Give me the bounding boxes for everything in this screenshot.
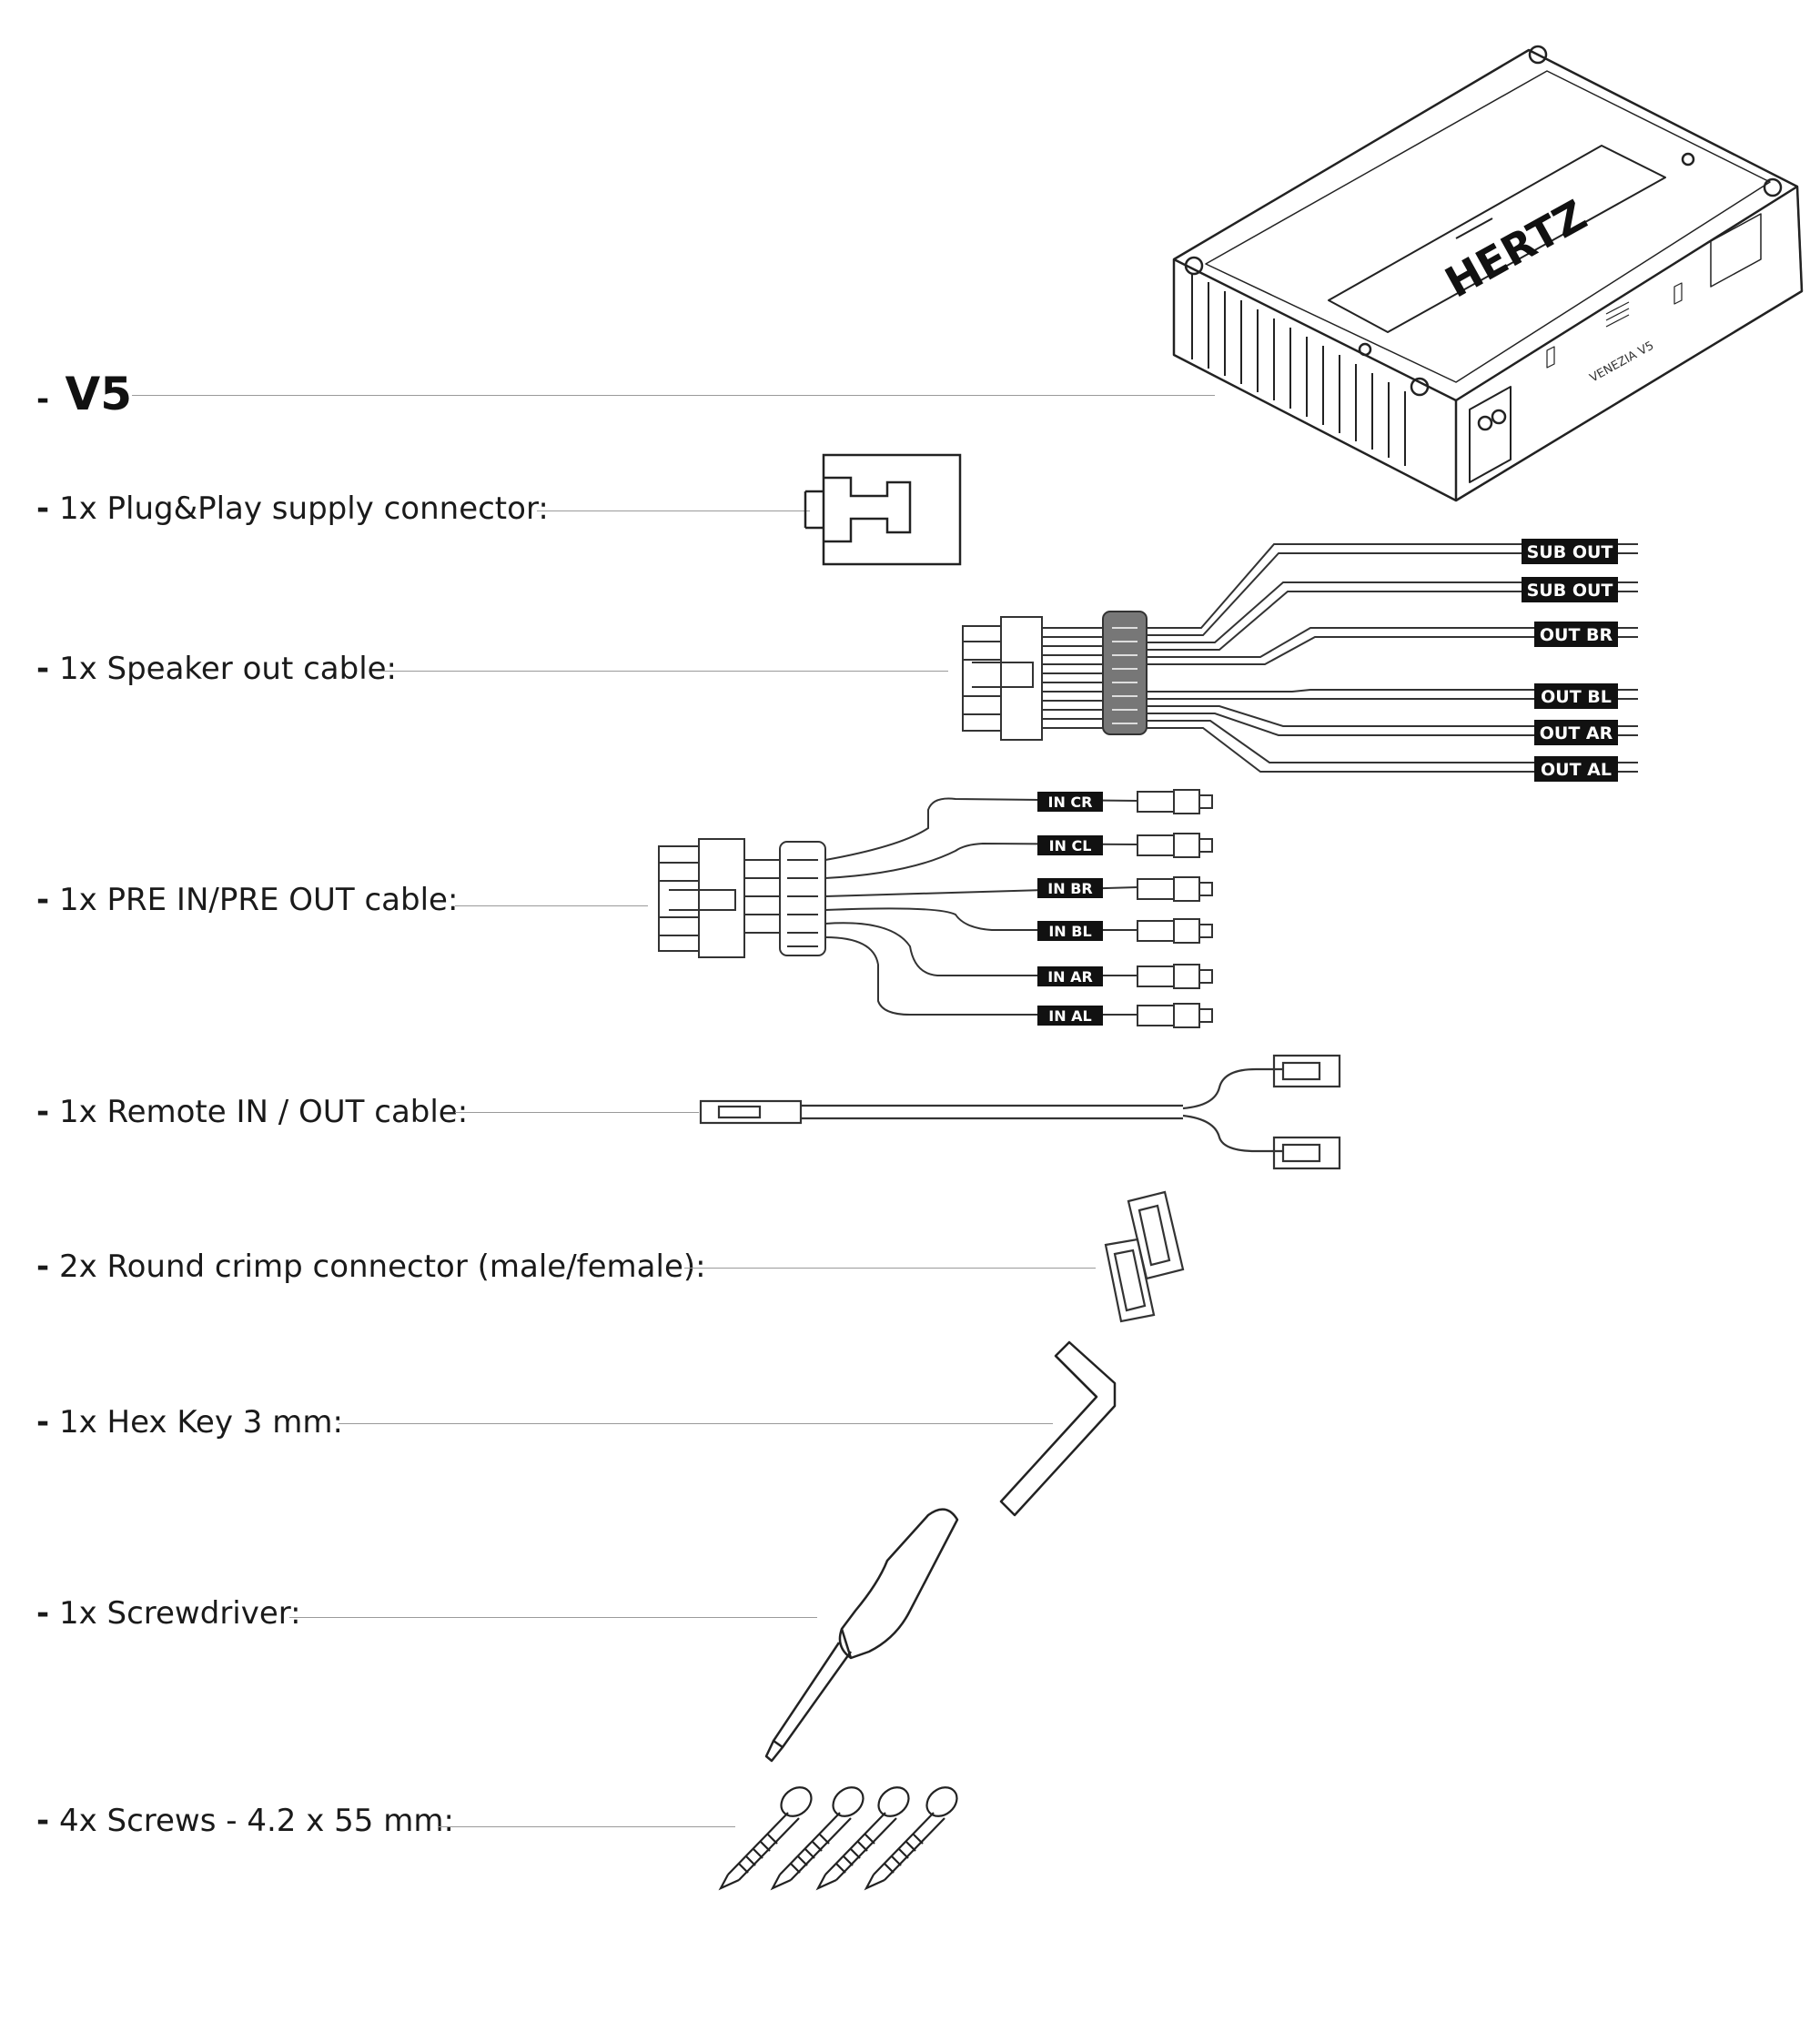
hex-key-illustration	[999, 1340, 1117, 1517]
pre-input-tag: IN AL	[1048, 1007, 1092, 1025]
item-label-speaker: - 1x Speaker out cable:	[36, 653, 397, 684]
pre-input-tag: IN BL	[1048, 923, 1091, 940]
title-leader-line	[132, 395, 1215, 396]
title-dash: -	[36, 381, 50, 418]
item-label-screwdriver: - 1x Screwdriver:	[36, 1598, 301, 1629]
speaker-tag: SUB OUT	[1527, 581, 1613, 601]
pre-input-tag: IN AR	[1047, 968, 1093, 986]
speaker-tag: SUB OUT	[1527, 542, 1613, 562]
item-text: 1x Speaker out cable:	[58, 651, 398, 687]
speaker-tag: OUT AR	[1540, 723, 1613, 743]
supply-connector-illustration	[804, 453, 962, 566]
model-print: VENEZIA V5	[1588, 339, 1656, 386]
screwdriver-leader-line	[289, 1617, 817, 1618]
product-title: - V5	[36, 371, 132, 417]
pre-input-tag: IN CL	[1049, 837, 1092, 854]
pre-input-tags: IN CR IN CL IN BR IN BL IN AR IN AL	[1037, 792, 1103, 1026]
item-dash: -	[36, 1803, 50, 1839]
speaker-tag: OUT BL	[1541, 687, 1612, 707]
rca-plug	[1137, 789, 1213, 1028]
item-label-screws: - 4x Screws - 4.2 x 55 mm:	[36, 1805, 454, 1836]
item-text: 1x Hex Key 3 mm:	[58, 1404, 343, 1441]
item-text: 1x Plug&Play supply connector:	[58, 490, 549, 527]
crimp-connector-illustration	[1104, 1190, 1185, 1323]
item-text: 2x Round crimp connector (male/female):	[58, 1249, 706, 1285]
item-text: 1x PRE IN/PRE OUT cable:	[58, 882, 459, 918]
item-text: 1x Screwdriver:	[58, 1595, 301, 1632]
remote-cable-illustration	[699, 1054, 1341, 1170]
item-dash: -	[36, 882, 50, 918]
item-dash: -	[36, 1595, 50, 1632]
hex-leader-line	[339, 1423, 1053, 1424]
crimp-leader-line	[684, 1268, 1096, 1269]
speaker-leader-line	[384, 671, 948, 672]
speaker-tag: OUT BR	[1540, 625, 1613, 645]
item-label-crimp: - 2x Round crimp connector (male/female)…	[36, 1251, 706, 1282]
screw	[815, 1786, 910, 1891]
speaker-cable-illustration	[962, 543, 1638, 773]
item-label-supply: - 1x Plug&Play supply connector:	[36, 493, 549, 524]
item-dash: -	[36, 1404, 50, 1441]
remote-leader-line	[455, 1112, 699, 1113]
prein-leader-line	[455, 905, 648, 906]
screws-leader-line	[439, 1826, 735, 1827]
item-dash: -	[36, 651, 50, 687]
screw	[864, 1786, 958, 1891]
item-text: 4x Screws - 4.2 x 55 mm:	[58, 1803, 454, 1839]
item-label-hex: - 1x Hex Key 3 mm:	[36, 1407, 343, 1438]
item-label-prein: - 1x PRE IN/PRE OUT cable:	[36, 885, 458, 915]
item-label-remote: - 1x Remote IN / OUT cable:	[36, 1097, 468, 1127]
pre-input-tag: IN CR	[1048, 794, 1093, 811]
screws-illustration	[718, 1786, 958, 1891]
amplifier-illustration	[1172, 45, 1804, 502]
speaker-tag: OUT AL	[1541, 760, 1612, 780]
screw	[718, 1786, 813, 1891]
product-name: V5	[65, 368, 133, 420]
item-dash: -	[36, 1249, 50, 1285]
prein-cable-illustration	[658, 789, 1213, 1028]
screw	[770, 1786, 864, 1891]
item-text: 1x Remote IN / OUT cable:	[58, 1094, 469, 1130]
item-dash: -	[36, 1094, 50, 1130]
pre-input-tag: IN BR	[1047, 880, 1092, 897]
item-dash: -	[36, 490, 50, 527]
speaker-output-tags: SUB OUT SUB OUT OUT BR OUT BL OUT AR OUT…	[1522, 539, 1618, 782]
brand-logo: HERTZ	[1437, 190, 1594, 308]
screwdriver-illustration	[764, 1508, 959, 1763]
